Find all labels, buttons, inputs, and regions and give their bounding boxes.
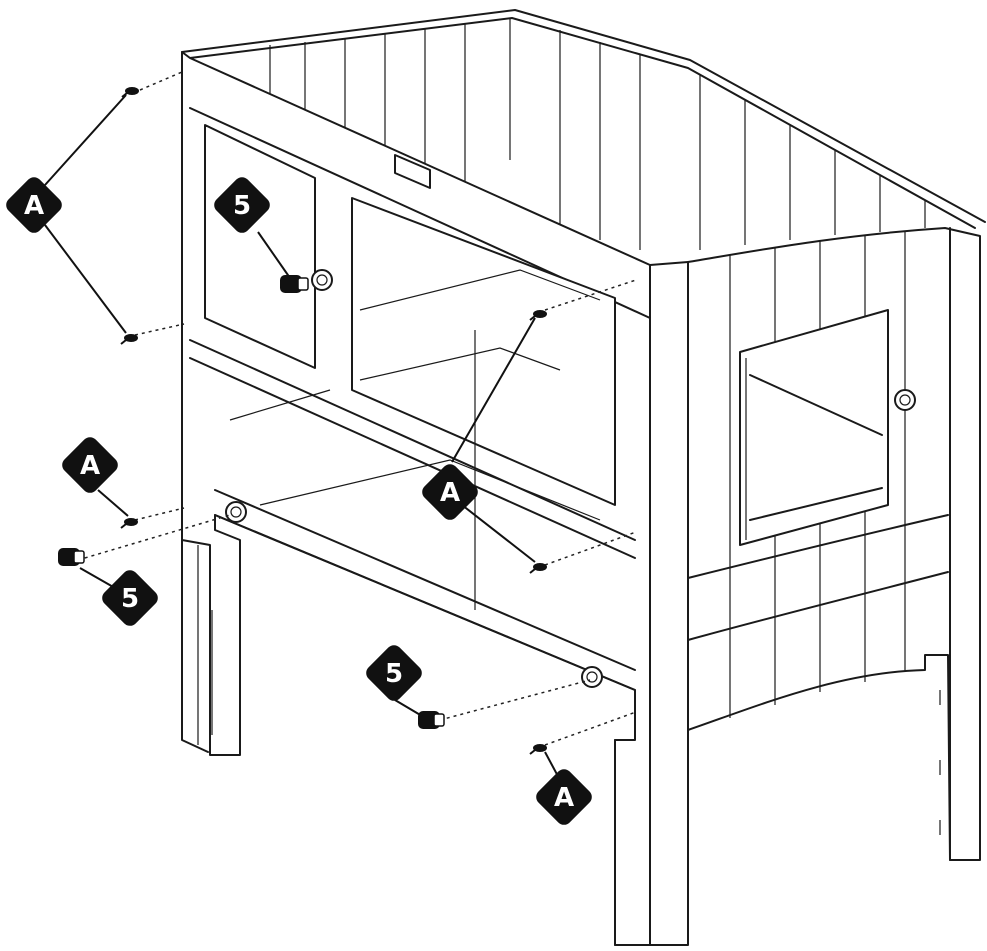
knob-icon [418, 711, 445, 729]
knob-icon [280, 275, 309, 293]
callout-leaders [44, 94, 561, 781]
callout-a-left-top: A [6, 177, 62, 233]
callout-5-label: 5 [233, 191, 251, 221]
callout-a-bottom-right: A [536, 769, 592, 825]
screw-icon [529, 563, 547, 574]
cabinet-right-panel [687, 227, 981, 861]
callout-5-label: 5 [385, 659, 403, 689]
callout-a-label: A [24, 191, 44, 221]
knob-mounts [225, 269, 916, 688]
assembly-dashed-lines [77, 71, 637, 746]
screw-icon [529, 744, 547, 755]
screw-icon [120, 334, 138, 345]
knobs-part-5 [58, 275, 445, 729]
callout-a-label: A [80, 451, 100, 481]
screws-part-a [120, 87, 547, 755]
cabinet-back-ribs [269, 24, 926, 250]
callout-5-left-bottom: 5 [102, 570, 158, 626]
callout-a-center: A [422, 464, 478, 520]
knob-icon [58, 548, 85, 566]
callout-5-label: 5 [121, 584, 139, 614]
screw-icon [121, 87, 139, 98]
callout-5-bottom: 5 [366, 645, 422, 701]
callout-a-left-mid: A [62, 437, 118, 493]
callout-5-top: 5 [214, 177, 270, 233]
screw-icon [120, 518, 138, 529]
screw-icon [529, 310, 547, 321]
callout-a-label: A [554, 783, 574, 813]
callout-a-label: A [440, 478, 460, 508]
